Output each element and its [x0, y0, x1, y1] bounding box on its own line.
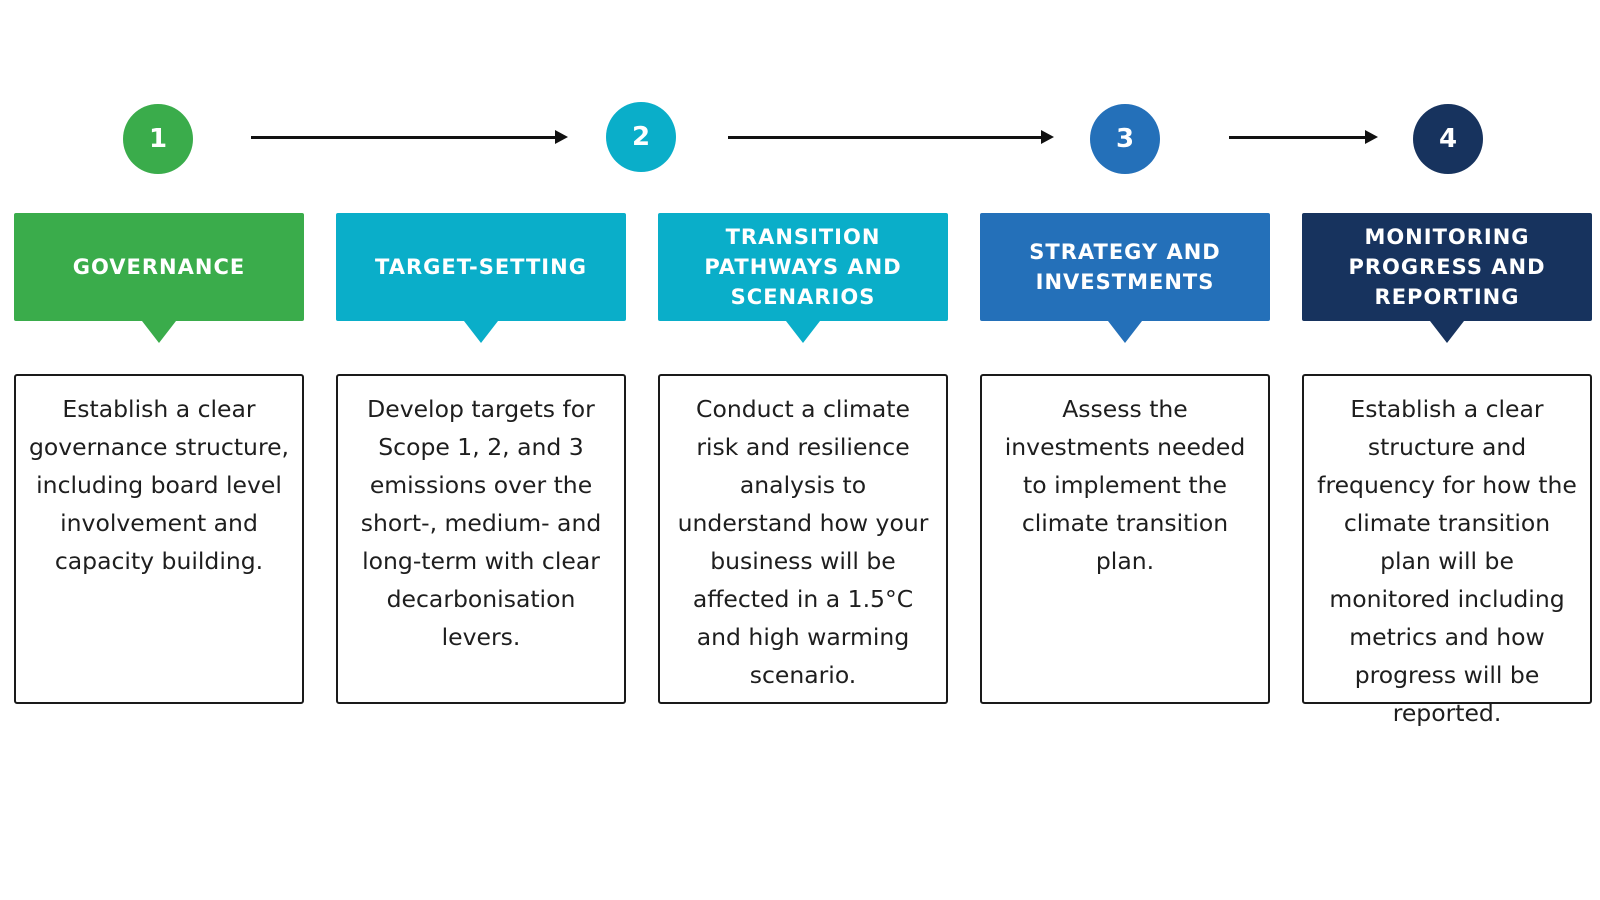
step-3-circle: 3	[1090, 104, 1160, 174]
stage-description-governance: Establish a clear governance structure, …	[14, 374, 304, 704]
arrow-1-to-2	[251, 130, 568, 144]
stage-description-strategy: Assess the investments needed to impleme…	[980, 374, 1270, 704]
step-1-circle: 1	[123, 104, 193, 174]
stage-title: TARGET-SETTING	[375, 255, 587, 279]
arrow-3-to-4	[1229, 130, 1378, 144]
stage-title: STRATEGY AND INVESTMENTS	[1029, 240, 1221, 294]
stage-description-target-setting: Develop targets for Scope 1, 2, and 3 em…	[336, 374, 626, 704]
stage-description-transition-pathways: Conduct a climate risk and resilience an…	[658, 374, 948, 704]
stage-description-monitoring: Establish a clear structure and frequenc…	[1302, 374, 1592, 727]
stage-banner-transition-pathways: TRANSITION PATHWAYS AND SCENARIOS	[658, 213, 948, 343]
stage-title: TRANSITION PATHWAYS AND SCENARIOS	[704, 225, 902, 309]
stage-banner-target-setting: TARGET-SETTING	[336, 213, 626, 343]
arrow-2-to-3	[728, 130, 1054, 144]
step-4-circle: 4	[1413, 104, 1483, 174]
stage-title: MONITORING PROGRESS AND REPORTING	[1348, 225, 1546, 309]
stage-banner-governance: GOVERNANCE	[14, 213, 304, 343]
stage-title: GOVERNANCE	[72, 255, 246, 279]
step-2-circle: 2	[606, 102, 676, 172]
stage-banner-monitoring: MONITORING PROGRESS AND REPORTING	[1302, 213, 1592, 343]
stage-banner-strategy: STRATEGY AND INVESTMENTS	[980, 213, 1270, 343]
